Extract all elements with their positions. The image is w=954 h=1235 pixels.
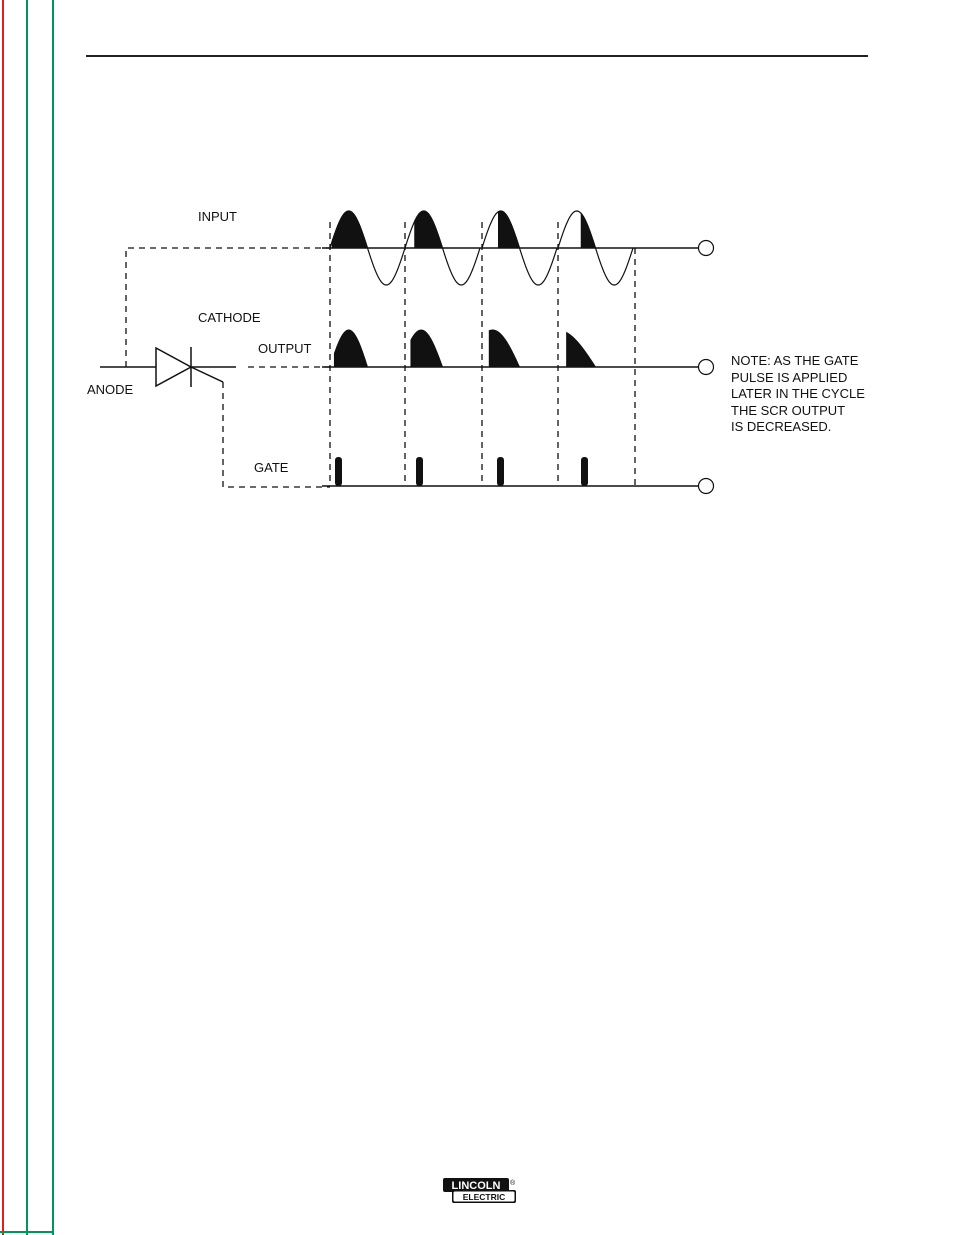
gate-pulse-4 [581, 457, 588, 486]
output-terminal-circle [699, 360, 714, 375]
logo-text-top: LINCOLN [452, 1180, 501, 1192]
input-conduction-fill-4 [581, 214, 595, 248]
output-pulse-4 [567, 333, 596, 367]
input-negative-half-3 [520, 248, 558, 285]
logo-registered-mark: ® [510, 1179, 516, 1187]
input-negative-half-4 [596, 248, 634, 285]
gate-pulse-1 [335, 457, 342, 486]
anode-label: ANODE [87, 382, 134, 397]
logo-text-bottom: ELECTRIC [463, 1192, 506, 1202]
input-conduction-fill-2 [415, 211, 443, 248]
lincoln-electric-logo: LINCOLN ELECTRIC ® [442, 1177, 518, 1204]
output-label: OUTPUT [258, 341, 312, 356]
gate-pulse-2 [416, 457, 423, 486]
input-label: INPUT [198, 209, 237, 224]
input-negative-half-1 [368, 248, 406, 285]
gate-lead [191, 367, 223, 382]
scr-symbol [100, 347, 236, 387]
input-terminal-circle [699, 241, 714, 256]
gate-label: GATE [254, 460, 289, 475]
gate-timing-note: NOTE: AS THE GATE PULSE IS APPLIED LATER… [731, 353, 865, 436]
output-pulse-3 [489, 330, 519, 367]
input-conduction-fill-1 [332, 211, 367, 248]
gate-pulse-3 [497, 457, 504, 486]
output-pulse-2 [411, 330, 443, 367]
input-negative-half-2 [443, 248, 481, 285]
cathode-label: CATHODE [198, 310, 261, 325]
gate-terminal-circle [699, 479, 714, 494]
output-pulse-1 [334, 330, 367, 367]
scr-triangle [156, 348, 191, 386]
input-conduction-fill-3 [499, 211, 520, 248]
